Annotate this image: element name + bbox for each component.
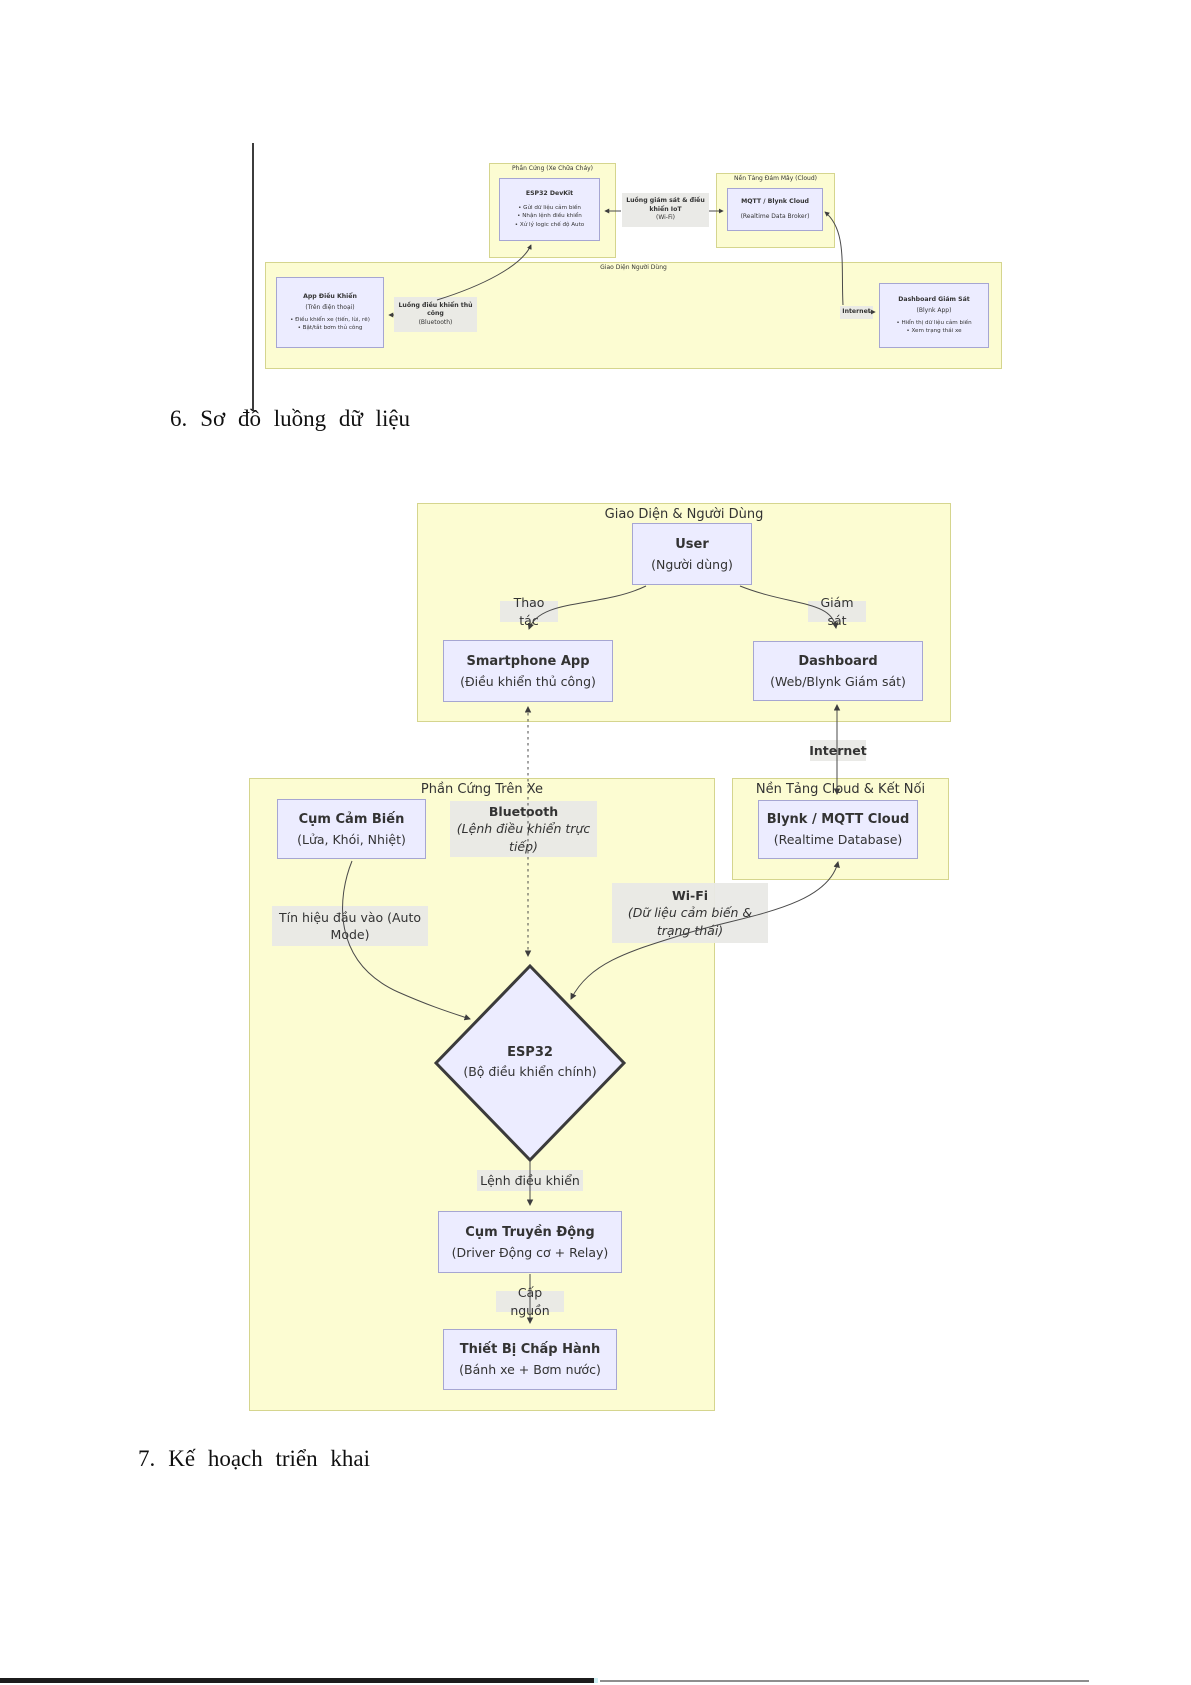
section-6-number: 6. bbox=[170, 406, 188, 431]
hardware-group-title: Phần Cứng Trên Xe bbox=[420, 782, 544, 797]
esp32-bullet: Xử lý logic chế độ Auto bbox=[515, 221, 584, 229]
bottom-bar-light bbox=[600, 1680, 1089, 1682]
drive-cluster-node: Cụm Truyền Động (Driver Động cơ + Relay) bbox=[438, 1211, 622, 1273]
section-7-heading: 7. Kế hoạch triển khai bbox=[138, 1446, 370, 1472]
ui-group-title: Giao Diện & Người Dùng bbox=[604, 507, 764, 522]
dashboard-monitor-node: Dashboard Giám Sát (Blynk App) Hiển thị … bbox=[879, 283, 989, 348]
esp32-node-label: ESP32 (Bộ điều khiển chính) bbox=[463, 1045, 597, 1079]
cloud-group-small-title: Nền Tảng Đám Mây (Cloud) bbox=[734, 175, 817, 182]
bottom-bar-dark bbox=[0, 1678, 594, 1683]
section-7-number: 7. bbox=[138, 1446, 156, 1471]
user-node: User (Người dùng) bbox=[632, 523, 752, 585]
dashboard-bullet: Hiển thị dữ liệu cảm biến bbox=[896, 319, 971, 327]
app-bullet: Bật/tắt bơm thủ công bbox=[290, 324, 370, 332]
bottom-bar-accent bbox=[594, 1678, 598, 1683]
bluetooth-label: Bluetooth (Lệnh điều khiển trực tiếp) bbox=[450, 801, 597, 857]
giam-sat-label: Giám sát bbox=[808, 595, 866, 628]
cap-nguon-label: Cấp nguồn bbox=[496, 1285, 564, 1318]
dashboard-bullet: Xem trạng thái xe bbox=[896, 327, 971, 335]
smartphone-app-node: Smartphone App (Điều khiển thủ công) bbox=[443, 640, 613, 702]
esp32-bullet: Gửi dữ liệu cảm biến bbox=[515, 204, 584, 212]
auto-mode-label: Tín hiệu đầu vào (Auto Mode) bbox=[272, 906, 428, 946]
dashboard-node: Dashboard (Web/Blynk Giám sát) bbox=[753, 641, 923, 701]
internet-label-small: Internet bbox=[840, 306, 873, 319]
app-bullet: Điều khiển xe (tiến, lùi, rẽ) bbox=[290, 316, 370, 324]
esp32-devkit-node: ESP32 DevKit Gửi dữ liệu cảm biến Nhận l… bbox=[499, 178, 600, 241]
section-7-title: Kế hoạch triển khai bbox=[168, 1446, 370, 1471]
hardware-group: Phần Cứng Trên Xe bbox=[249, 778, 715, 1411]
esp32-bullet: Nhận lệnh điều khiển bbox=[515, 212, 584, 220]
manual-flow-label-small: Luồng điều khiển thủ công (Bluetooth) bbox=[394, 297, 477, 332]
lenh-dieu-khien-label: Lệnh điều khiển bbox=[477, 1170, 583, 1191]
mqtt-cloud-node: MQTT / Blynk Cloud (Realtime Data Broker… bbox=[727, 188, 823, 231]
ui-group-small-title: Giao Diện Người Dùng bbox=[600, 264, 667, 271]
wifi-flow-label-small: Luồng giám sát & điều khiển IoT (Wi-Fi) bbox=[622, 193, 709, 227]
internet-label: Internet bbox=[809, 740, 867, 761]
actuator-node: Thiết Bị Chấp Hành (Bánh xe + Bơm nước) bbox=[443, 1329, 617, 1390]
app-control-node: App Điều Khiển (Trên điện thoại) Điều kh… bbox=[276, 277, 384, 348]
section-6-heading: 6. Sơ đồ luồng dữ liệu bbox=[170, 406, 410, 432]
wifi-label: Wi-Fi (Dữ liệu cảm biến & trạng thái) bbox=[612, 883, 768, 943]
blynk-mqtt-cloud-node: Blynk / MQTT Cloud (Realtime Database) bbox=[758, 800, 918, 859]
sensor-cluster-node: Cụm Cảm Biến (Lửa, Khói, Nhiệt) bbox=[277, 799, 426, 859]
thao-tac-label: Thao tác bbox=[500, 595, 558, 628]
hardware-group-small-title: Phần Cứng (Xe Chữa Cháy) bbox=[511, 165, 594, 172]
left-margin-line bbox=[252, 143, 254, 411]
section-6-title: Sơ đồ luồng dữ liệu bbox=[200, 406, 411, 431]
cloud-group-title: Nền Tảng Cloud & Kết Nối bbox=[755, 782, 926, 797]
